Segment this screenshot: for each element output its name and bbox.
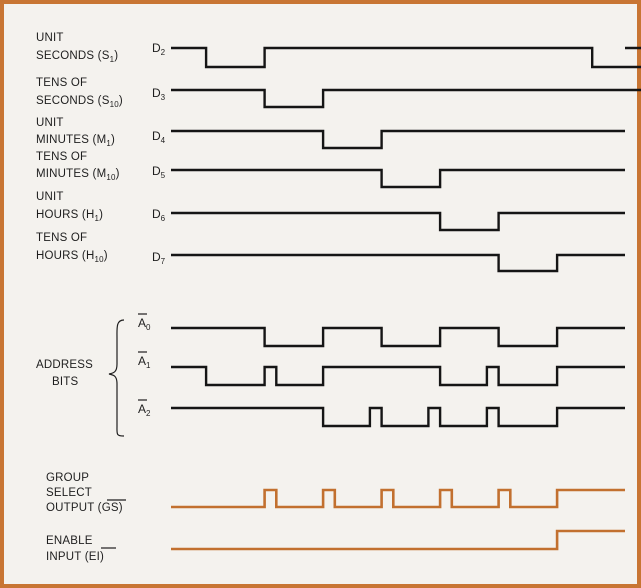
- svg-text:SELECT: SELECT: [46, 487, 92, 499]
- svg-text:ENABLE: ENABLE: [46, 535, 93, 547]
- svg-text:D3: D3: [152, 86, 166, 102]
- svg-text:TENS OF: TENS OF: [36, 151, 87, 163]
- svg-text:UNIT: UNIT: [36, 32, 64, 44]
- svg-text:D5: D5: [152, 164, 166, 180]
- waveform-m1: [171, 129, 625, 150]
- waveform-s10: [171, 88, 641, 109]
- svg-text:D4: D4: [152, 129, 166, 145]
- svg-text:UNIT: UNIT: [36, 117, 64, 129]
- svg-text:ADDRESS: ADDRESS: [36, 359, 93, 371]
- svg-text:A2: A2: [138, 402, 151, 418]
- svg-text:TENS OF: TENS OF: [36, 232, 87, 244]
- svg-text:MINUTES (M1): MINUTES (M1): [36, 134, 115, 148]
- waveform-s1: [171, 46, 641, 69]
- svg-text:A1: A1: [138, 354, 151, 370]
- waveform-a1: [171, 365, 625, 387]
- waveform-enable-input: [171, 529, 625, 551]
- svg-text:D7: D7: [152, 250, 166, 266]
- waveform-h1: [171, 211, 625, 232]
- signal-label-s1: UNIT SECONDS (S1) D2: [36, 32, 166, 64]
- signal-label-m10: TENS OF MINUTES (M10) D5: [36, 151, 166, 182]
- waveform-a0: [171, 326, 625, 348]
- svg-text:UNIT: UNIT: [36, 191, 64, 203]
- address-bits-label: ADDRESS BITS: [36, 359, 93, 388]
- address-bit-label-a2: A2: [138, 399, 151, 418]
- svg-text:TENS OF: TENS OF: [36, 77, 87, 89]
- svg-text:SECONDS (S1): SECONDS (S1): [36, 50, 118, 64]
- signal-label-s10: TENS OF SECONDS (S10) D3: [36, 77, 166, 109]
- address-brace: [108, 319, 125, 437]
- waveform-m10: [171, 168, 625, 189]
- svg-text:INPUT (EI): INPUT (EI): [46, 551, 104, 563]
- address-bit-label-a1: A1: [138, 351, 151, 370]
- enable-input-label: ENABLE INPUT (EI): [46, 535, 116, 563]
- signal-label-h10: TENS OF HOURS (H10) D7: [36, 232, 166, 266]
- waveform-group-select: [171, 488, 625, 509]
- address-bit-label-a0: A0: [138, 313, 151, 332]
- svg-text:HOURS (H1): HOURS (H1): [36, 209, 103, 223]
- svg-text:OUTPUT (GS): OUTPUT (GS): [46, 502, 123, 514]
- signal-label-m1: UNIT MINUTES (M1) D4: [36, 117, 166, 148]
- group-select-label: GROUP SELECT OUTPUT (GS): [46, 472, 126, 514]
- svg-text:HOURS (H10): HOURS (H10): [36, 250, 108, 264]
- svg-text:MINUTES (M10): MINUTES (M10): [36, 168, 120, 182]
- signal-label-h1: UNIT HOURS (H1) D6: [36, 191, 166, 223]
- svg-text:BITS: BITS: [52, 376, 78, 388]
- svg-text:D2: D2: [152, 41, 166, 57]
- waveform-h10: [171, 253, 625, 273]
- svg-text:GROUP: GROUP: [46, 472, 89, 484]
- svg-text:SECONDS (S10): SECONDS (S10): [36, 95, 123, 109]
- svg-text:D6: D6: [152, 207, 166, 223]
- svg-text:A0: A0: [138, 316, 151, 332]
- waveform-a2: [171, 406, 625, 428]
